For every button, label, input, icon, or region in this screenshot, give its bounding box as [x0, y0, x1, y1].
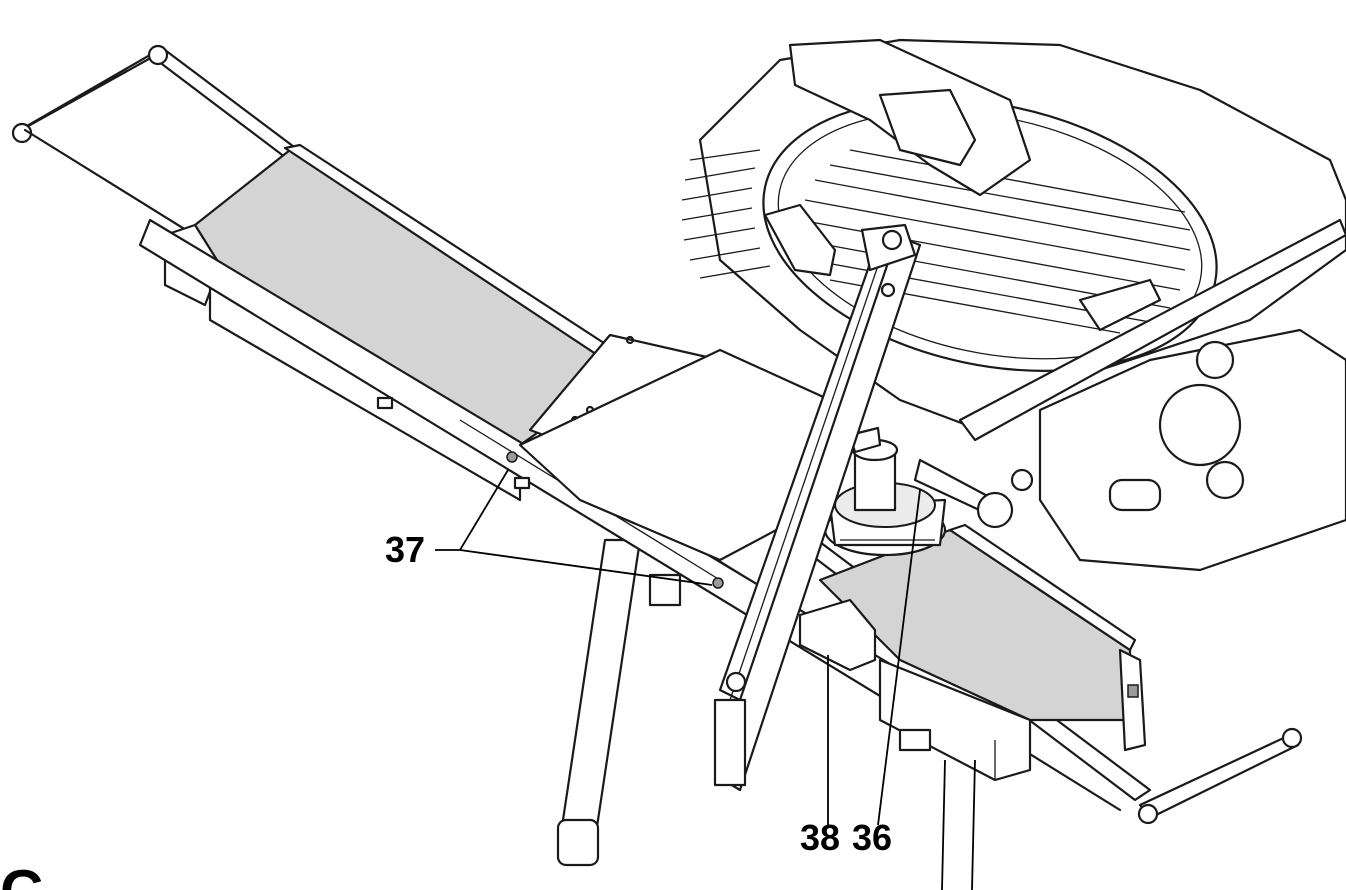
- leader-unlabeled-1: [941, 759, 946, 890]
- table-slats-left: [681, 149, 771, 279]
- leader-unlabeled-2: [971, 759, 976, 890]
- leader-36: [877, 489, 921, 826]
- callout-38: 38: [800, 817, 840, 858]
- extension-table: [11, 44, 1303, 825]
- figure-letter: C: [0, 858, 43, 890]
- fence-block: [798, 598, 877, 672]
- leaders: [435, 469, 976, 890]
- tray-underside: [878, 658, 1032, 782]
- fence-rail: [958, 218, 1346, 442]
- callout-36: 36: [852, 817, 892, 858]
- angled-fence: [713, 223, 922, 792]
- miter-gauge: [823, 426, 1034, 557]
- support-leg: [556, 538, 642, 867]
- callout-37: 37: [385, 529, 425, 570]
